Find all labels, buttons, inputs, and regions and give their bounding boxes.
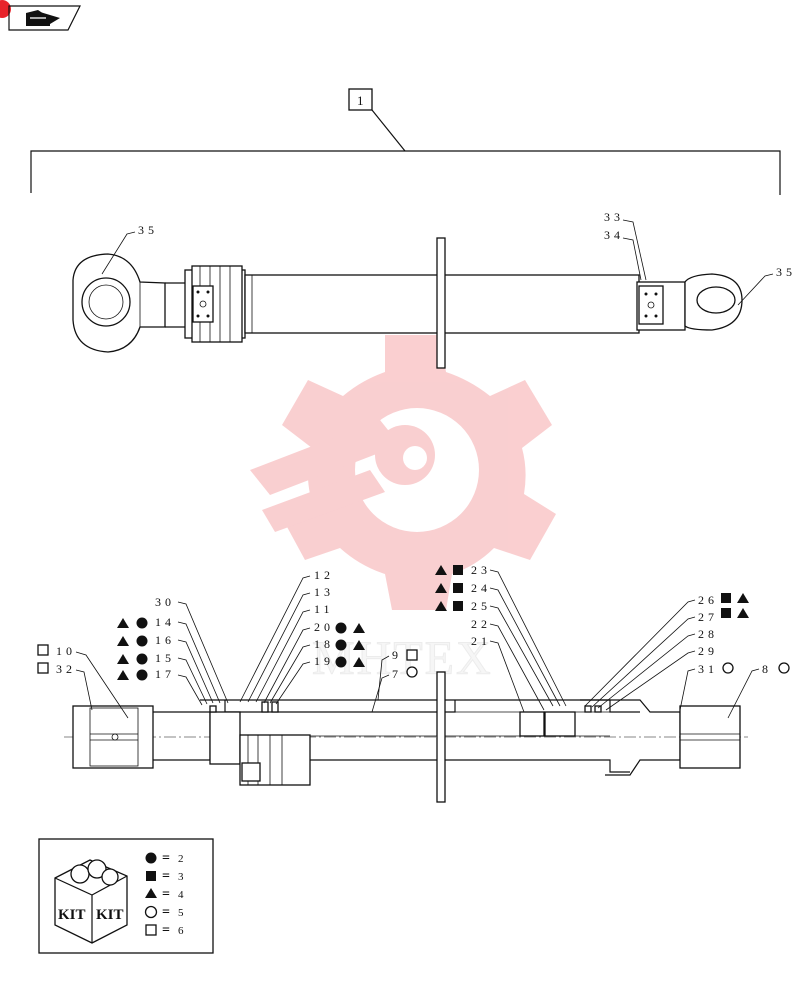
callout-26: 26: [584, 593, 749, 707]
nav-header[interactable]: [0, 0, 81, 31]
svg-text:=: =: [162, 869, 170, 884]
corner-badge: [0, 0, 11, 18]
callout-12: 12: [239, 568, 334, 703]
callout-20: 20: [263, 620, 365, 704]
callout-8: 8: [727, 662, 790, 719]
label-34: 34: [604, 228, 624, 242]
callout-29: 29: [605, 644, 718, 711]
svg-text:2: 2: [178, 853, 187, 865]
svg-text:31: 31: [698, 662, 718, 676]
kit-legend: KIT KIT = 2 = 3 = 4 = 5 = 6: [38, 838, 214, 954]
svg-text:12: 12: [314, 568, 334, 582]
label-35-right: 35: [776, 265, 796, 279]
svg-text:20: 20: [314, 620, 334, 634]
kit-legend-row: = 4: [145, 887, 187, 902]
assembly-label: 1: [357, 93, 364, 108]
svg-text:32: 32: [56, 662, 76, 676]
svg-text:30: 30: [155, 595, 175, 609]
assembly-callout: 1: [30, 88, 781, 195]
callout-15: 15: [117, 651, 208, 705]
callout-27: 27: [591, 608, 749, 708]
svg-text:3: 3: [178, 871, 187, 883]
svg-text:21: 21: [471, 634, 491, 648]
callout-31: 31: [679, 662, 734, 711]
svg-text:28: 28: [698, 627, 718, 641]
svg-text:=: =: [162, 923, 170, 938]
kit-legend-row: = 2: [145, 851, 187, 866]
kit-legend-row: = 6: [145, 923, 187, 938]
svg-text:=: =: [162, 887, 170, 902]
kit-legend-row: = 3: [146, 869, 187, 884]
callout-30: 30: [155, 595, 229, 704]
svg-text:14: 14: [155, 615, 175, 629]
svg-text:16: 16: [155, 633, 175, 647]
svg-text:=: =: [162, 905, 170, 920]
svg-text:19: 19: [314, 654, 334, 668]
label-33: 33: [604, 210, 624, 224]
kit-box-icon: KIT KIT: [54, 859, 128, 944]
callout-10: 10: [37, 644, 129, 719]
svg-text:10: 10: [56, 644, 76, 658]
svg-text:17: 17: [155, 667, 175, 681]
svg-text:15: 15: [155, 651, 175, 665]
callout-16: 16: [117, 633, 214, 704]
callout-24: 24: [435, 581, 561, 707]
svg-text:25: 25: [471, 599, 491, 613]
svg-text:23: 23: [471, 563, 491, 577]
page-turn-icon[interactable]: [26, 10, 60, 26]
watermark: MHTEX: [250, 335, 556, 686]
svg-text:11: 11: [314, 602, 334, 616]
svg-text:24: 24: [471, 581, 491, 595]
section-view: [64, 671, 748, 803]
callout-21: 21: [471, 634, 525, 713]
svg-text:13: 13: [314, 585, 334, 599]
callout-17: 17: [117, 667, 203, 706]
callout-14: 14: [117, 615, 221, 704]
upper-callouts: 33 34 35 35: [101, 210, 796, 306]
svg-text:4: 4: [178, 889, 187, 901]
kit-text-right: KIT: [96, 907, 124, 923]
svg-text:22: 22: [471, 617, 491, 631]
callout-28: 28: [597, 627, 718, 709]
svg-text:7: 7: [392, 667, 402, 681]
callout-19: 19: [275, 654, 365, 705]
svg-text:9: 9: [392, 648, 402, 662]
svg-text:18: 18: [314, 637, 334, 651]
svg-text:29: 29: [698, 644, 718, 658]
gear-wrench-icon: [250, 335, 556, 610]
svg-text:27: 27: [698, 610, 718, 624]
svg-text:6: 6: [178, 925, 187, 937]
callout-7: 7: [371, 666, 418, 713]
callout-18: 18: [269, 637, 365, 704]
callout-23: 23: [435, 563, 567, 707]
svg-text:8: 8: [762, 662, 772, 676]
label-35-left: 35: [138, 223, 158, 237]
svg-text:=: =: [162, 851, 170, 866]
svg-text:5: 5: [178, 907, 187, 919]
kit-legend-row: = 5: [144, 905, 187, 920]
callout-22: 22: [471, 617, 545, 711]
lower-callouts: 10 32 14 16 15 17 30: [37, 563, 790, 719]
callout-32: 32: [37, 662, 93, 711]
svg-text:26: 26: [698, 593, 718, 607]
callout-11: 11: [255, 602, 334, 703]
kit-text-left: KIT: [58, 907, 86, 923]
upper-cylinder: [72, 237, 743, 369]
callout-25: 25: [435, 599, 554, 707]
callout-13: 13: [247, 585, 334, 703]
